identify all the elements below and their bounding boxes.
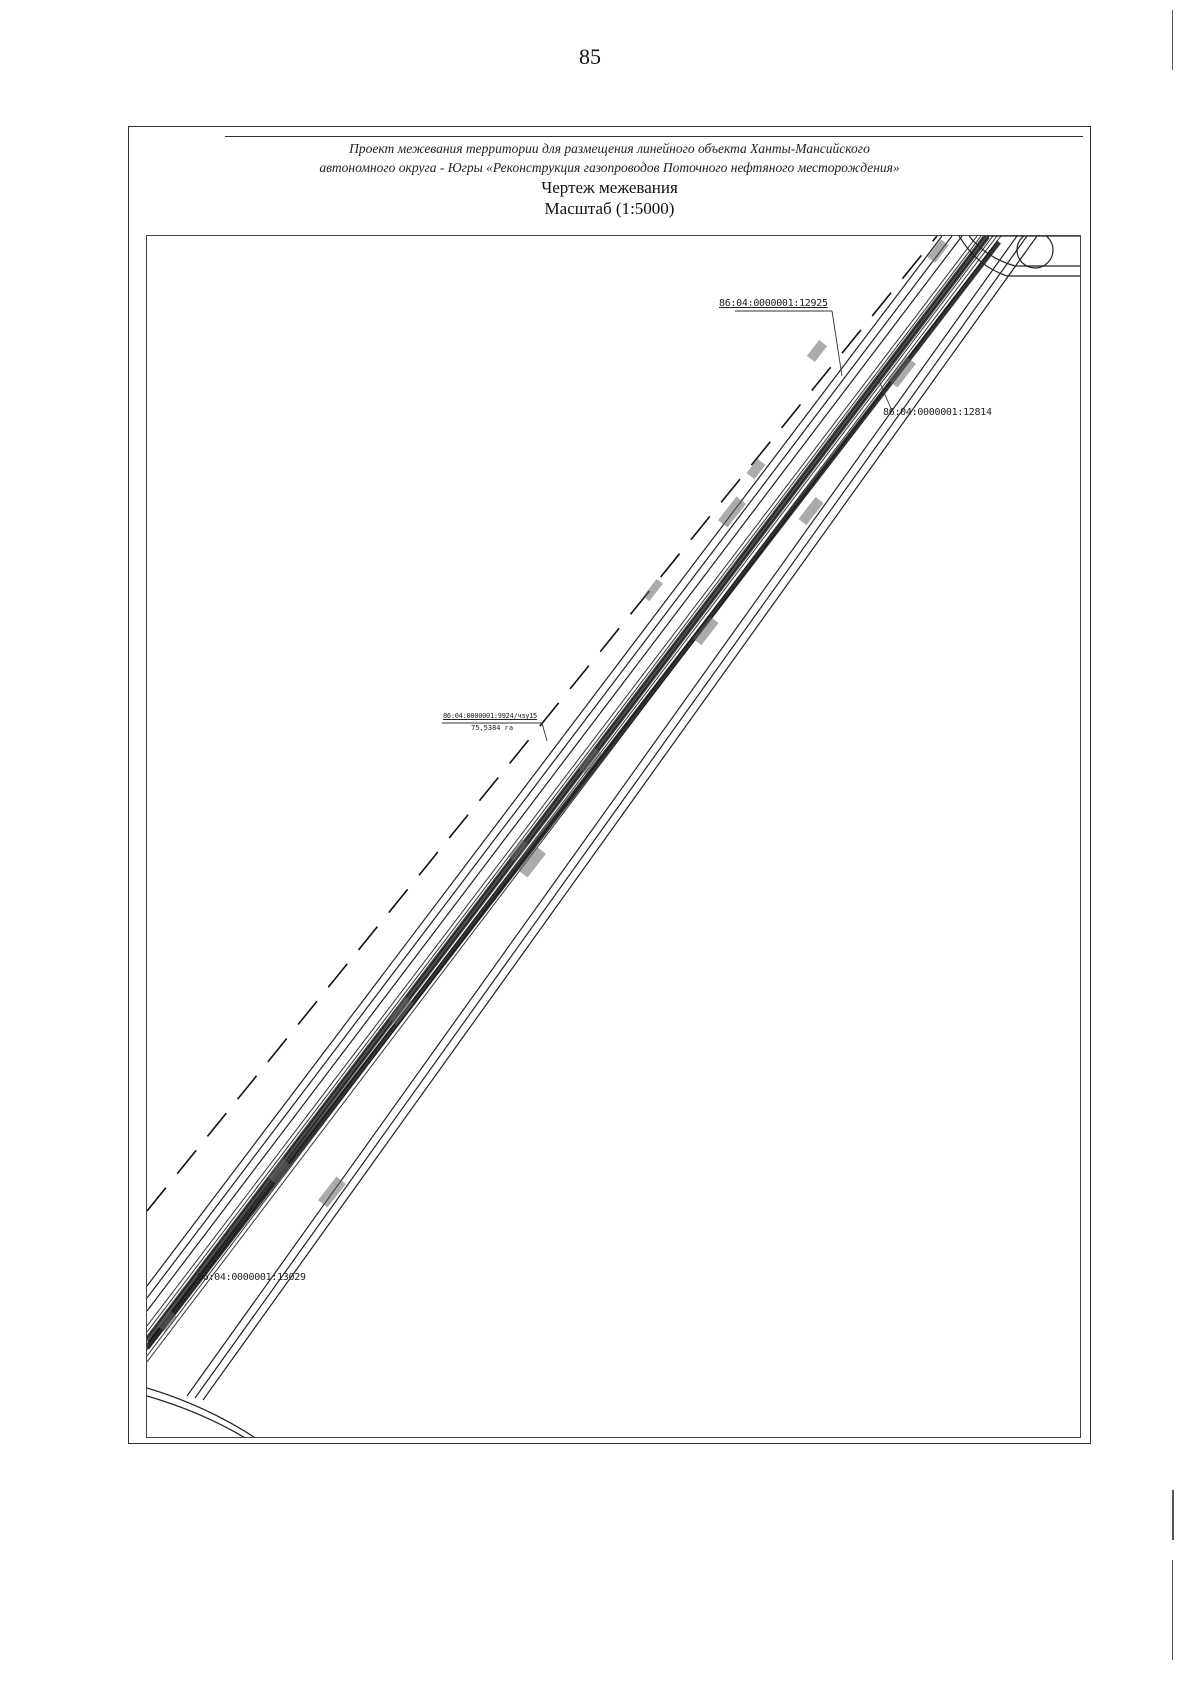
title-block: Проект межевания территории для размещен… [129, 139, 1090, 219]
parcel-label-12814: 86:04:0000001:12814 [883, 407, 992, 418]
hatch-marks [156, 239, 949, 1332]
road-bottom-left [147, 1387, 255, 1437]
project-title-line-1: Проект межевания территории для размещен… [349, 141, 870, 156]
pipeline-core [147, 236, 990, 1344]
corridor-line-2 [147, 236, 953, 1299]
drawing-title: Чертеж межевания [541, 178, 678, 197]
page-number: 85 [579, 44, 601, 69]
parcel-label-12925: 86:04:0000001:12925 [719, 298, 828, 309]
parcel-label-9924: 86:04:0000001:9924/чзу15 [443, 712, 537, 720]
parcel-label-13029: 86:04:0000001:13029 [197, 1272, 306, 1283]
corridor-line-3 [147, 236, 963, 1312]
scan-edge-mark [1172, 10, 1173, 70]
road-junction [958, 236, 1080, 277]
header-rule [225, 136, 1083, 137]
map-frame: 86:04:0000001:12925 86:04:0000001:12814 … [146, 235, 1081, 1438]
road-line-3 [202, 236, 1038, 1401]
project-title-line-2: автономного округа - Югры «Реконструкция… [319, 160, 900, 175]
label-leaders [186, 310, 893, 1297]
parcel-area-9924: 75,5384 га [471, 724, 514, 732]
road-line-2 [194, 236, 1028, 1399]
corridor-line-1 [147, 236, 943, 1287]
scan-edge-mark-3 [1172, 1560, 1173, 1660]
drawing-scale: Масштаб (1:5000) [544, 199, 675, 218]
scan-edge-mark-2 [1172, 1490, 1174, 1540]
survey-map [147, 236, 1080, 1437]
drawing-sheet: Проект межевания территории для размещен… [128, 126, 1091, 1444]
